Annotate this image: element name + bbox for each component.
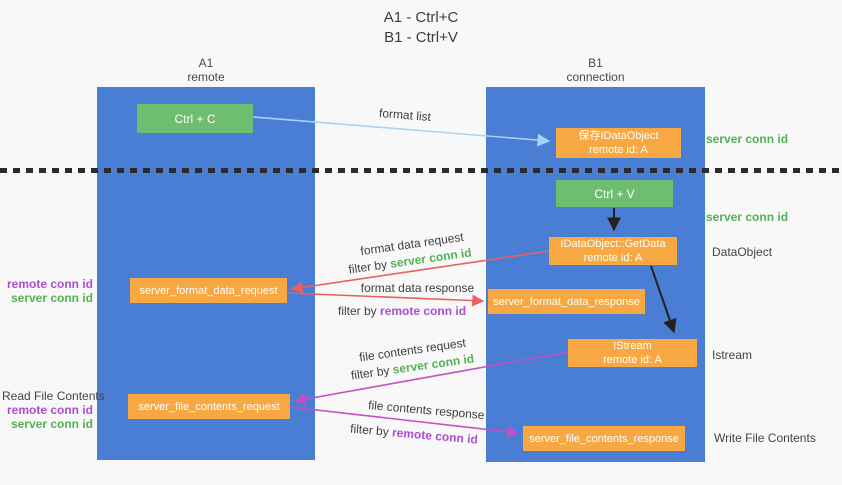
save-dataobject-line2: remote id: A xyxy=(589,144,648,156)
left-conn-id-group-2: Read File Contents remote conn id server… xyxy=(2,389,105,431)
arrow-getdata-to-istream xyxy=(650,265,677,334)
node-ctrl-v: Ctrl + V xyxy=(556,180,673,207)
label-server-conn-id-top-right: server conn id xyxy=(706,132,789,146)
node-getdata: IDataObject::GetData remote id: A xyxy=(549,237,677,265)
node-save-dataobject: 保存IDataObject remote id: A xyxy=(556,128,681,158)
format-request-label: server_format_data_request xyxy=(139,284,278,297)
file-response-label: server_file_contents_response xyxy=(529,432,679,445)
arrow-format-data-response xyxy=(286,292,485,307)
lane-a1-name: A1 xyxy=(198,56,214,70)
node-file-request: server_file_contents_request xyxy=(128,394,290,419)
lane-b1-header: B1 connection xyxy=(486,56,705,84)
filter-by-text: filter by xyxy=(338,304,377,318)
title-line-2: B1 - Ctrl+V xyxy=(384,29,458,46)
left-conn-id-group-1: remote conn id server conn id xyxy=(4,277,93,305)
remote-conn-id-text: remote conn id xyxy=(380,304,467,318)
arrow-file-contents-response xyxy=(289,406,520,438)
lane-a1-subtitle: remote xyxy=(187,70,225,84)
ctrl-c-label: Ctrl + C xyxy=(174,111,216,126)
label-filter-by-remote-1: filter by remote conn id xyxy=(338,304,466,318)
node-istream: IStream remote id: A xyxy=(568,339,697,367)
istream-line2: remote id: A xyxy=(603,354,662,366)
node-format-response: server_format_data_response xyxy=(488,289,645,314)
node-file-response: server_file_contents_response xyxy=(523,426,685,451)
arrow-format-data-request xyxy=(290,250,550,294)
title-line-1: A1 - Ctrl+C xyxy=(383,9,459,26)
save-dataobject-line1: 保存IDataObject xyxy=(578,130,659,142)
arrow-format-list xyxy=(252,116,551,147)
lane-b1-subtitle: connection xyxy=(566,70,625,84)
label-server-conn-id-left-2: server conn id xyxy=(10,417,93,431)
dashed-divider xyxy=(0,168,842,173)
diagram-title: A1 - Ctrl+C B1 - Ctrl+V xyxy=(0,8,842,48)
arrow-file-contents-request xyxy=(293,351,569,405)
node-ctrl-c: Ctrl + C xyxy=(137,104,253,133)
label-dataobject: DataObject xyxy=(712,245,773,259)
file-request-label: server_file_contents_request xyxy=(138,400,280,413)
label-remote-conn-id-left-2: remote conn id xyxy=(6,403,93,417)
label-istream: Istream xyxy=(712,348,753,362)
label-read-file-contents: Read File Contents xyxy=(2,389,105,403)
format-response-label: server_format_data_response xyxy=(493,295,640,308)
istream-line1: IStream xyxy=(613,340,652,352)
label-remote-conn-id-left-1: remote conn id xyxy=(6,277,93,291)
label-write-file-contents: Write File Contents xyxy=(714,431,816,445)
ctrl-v-label: Ctrl + V xyxy=(594,186,635,201)
getdata-line1: IDataObject::GetData xyxy=(560,238,666,250)
lane-b1-name: B1 xyxy=(588,56,603,70)
node-format-request: server_format_data_request xyxy=(130,278,287,303)
label-server-conn-id-mid-right: server conn id xyxy=(706,210,789,224)
label-server-conn-id-left-1: server conn id xyxy=(10,291,93,305)
getdata-line2: remote id: A xyxy=(583,252,643,264)
label-format-data-response: format data response xyxy=(360,281,475,295)
lane-a1-header: A1 remote xyxy=(97,56,315,84)
